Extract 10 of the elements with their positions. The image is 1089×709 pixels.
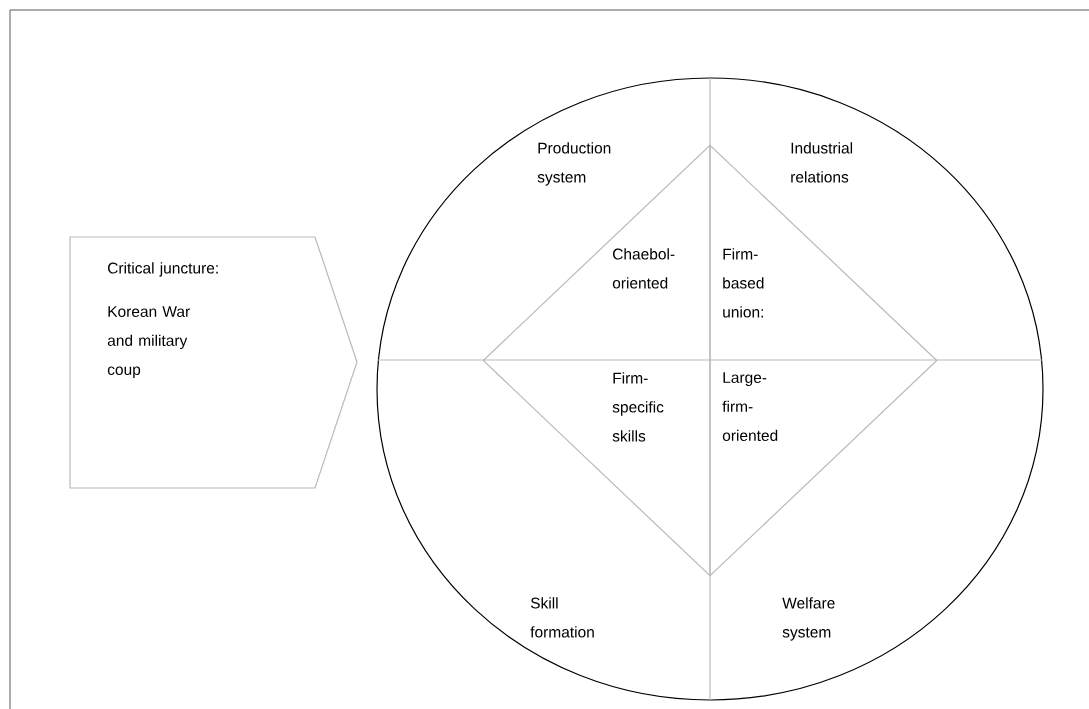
diamond-label: Firm-specific skills: [612, 372, 664, 442]
diamond-label: Large-firm-oriented: [722, 372, 778, 441]
juncture-label: Korean War and military coup: [107, 306, 190, 379]
quadrant-label: Industrial relations: [791, 142, 853, 183]
quadrant-label: Skill formation: [530, 597, 594, 638]
quadrant-label: Production system: [537, 142, 611, 186]
diamond-label: Firm-based union:: [723, 248, 764, 318]
quadrant-label: Welfare system: [782, 597, 835, 641]
juncture-label: Critical juncture:: [108, 262, 218, 277]
diamond-label: Chaebol-oriented: [612, 248, 675, 289]
